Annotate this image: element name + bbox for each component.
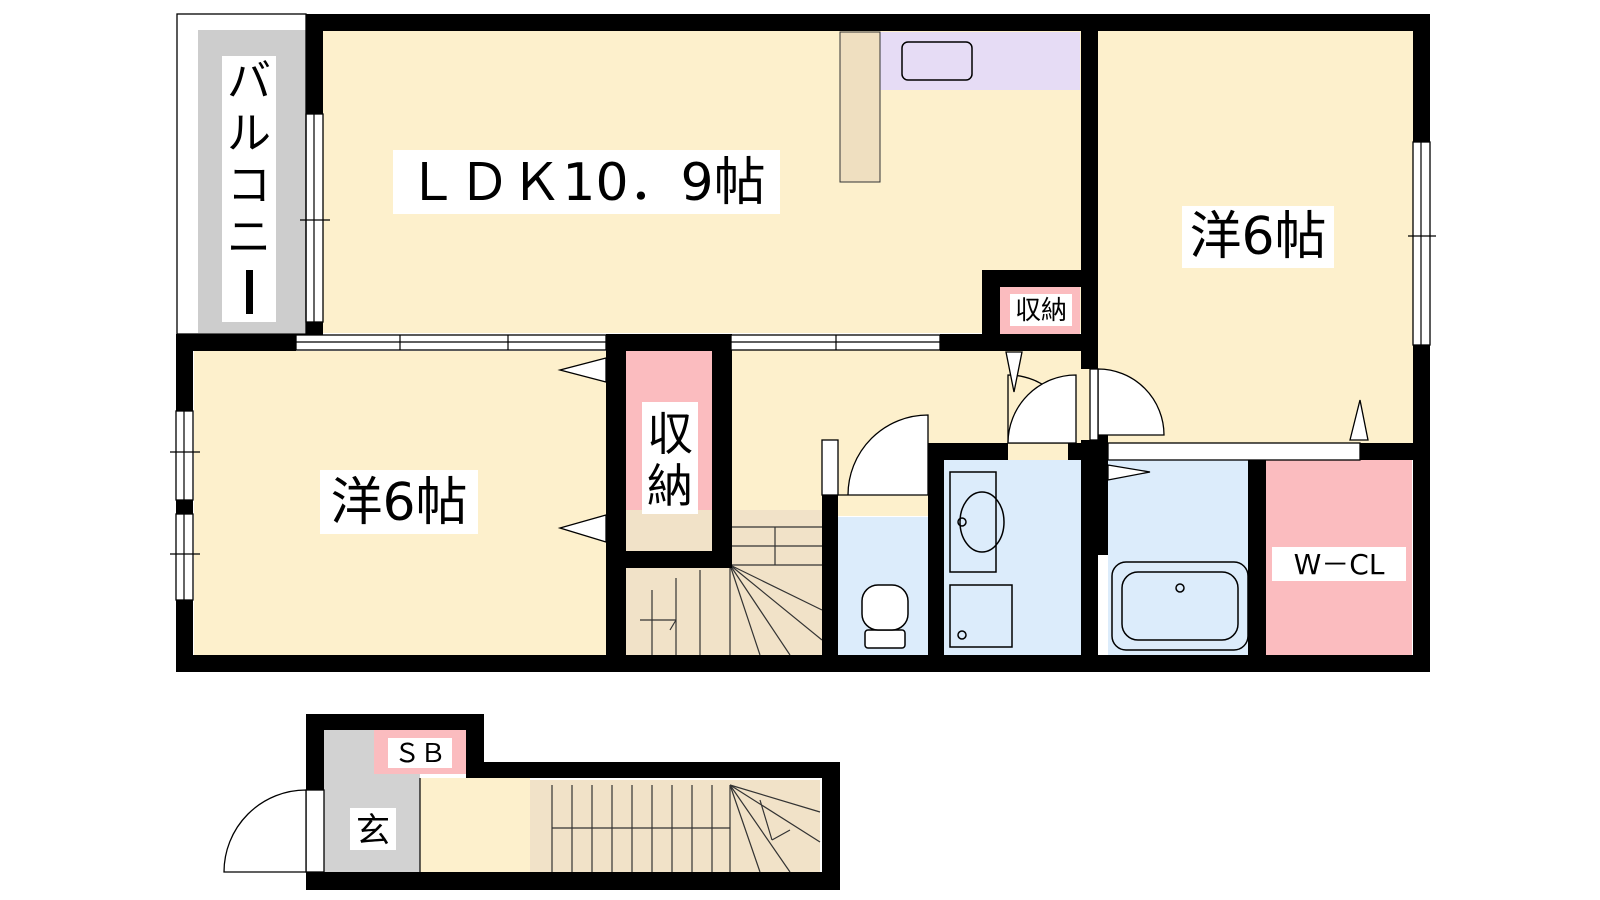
stairs-main-lines <box>640 510 823 656</box>
balcony-label-3: コ <box>227 160 271 211</box>
storage-left-label-bg <box>642 402 698 514</box>
stairs-lower <box>530 780 820 872</box>
washroom <box>944 460 1092 655</box>
entrance-door <box>223 789 325 873</box>
stairs-lower-lines <box>551 784 821 873</box>
window-lines <box>170 114 1436 600</box>
washbasin-icon <box>949 471 1013 648</box>
sb-label: ＳＢ <box>394 739 446 769</box>
bathroom <box>1108 460 1248 655</box>
western-right-label: 洋6帖 <box>1189 207 1326 267</box>
kitchen-counter-top <box>880 32 1080 90</box>
balcony-label-5 <box>246 270 253 314</box>
western-right-label-bg <box>1182 206 1334 268</box>
ldk-label: ＬＤＫ10．9帖 <box>406 153 765 213</box>
balcony-label-1: バ <box>227 56 271 107</box>
western-left-label: 洋6帖 <box>330 473 467 533</box>
ldk-label-bg <box>393 150 780 214</box>
entrance-label-bg <box>350 808 396 850</box>
storage-small-label: 収納 <box>1015 296 1067 326</box>
balcony-label-2: ル <box>227 108 271 159</box>
storage-small-label-bg <box>1010 294 1072 326</box>
toilet-icon <box>861 584 909 649</box>
balcony-label-4: ニ <box>227 212 271 263</box>
storage-left-label-2: 納 <box>647 459 693 513</box>
balcony-border <box>176 13 307 335</box>
wcl-label-bg <box>1272 547 1406 581</box>
doors <box>821 368 1165 496</box>
entrance-walls <box>306 714 840 890</box>
door-markers <box>557 351 1369 543</box>
hall-area <box>420 778 530 872</box>
wcl-label: W－CL <box>1294 548 1385 581</box>
entrance-label: 玄 <box>356 811 390 851</box>
kitchen-sink <box>901 41 973 81</box>
kitchen-counter-side <box>839 31 881 183</box>
sb-label-bg <box>388 738 452 768</box>
storage-left-label-1: 収 <box>647 407 693 461</box>
western-left-label-bg <box>320 470 478 534</box>
main-walls <box>176 14 1430 672</box>
